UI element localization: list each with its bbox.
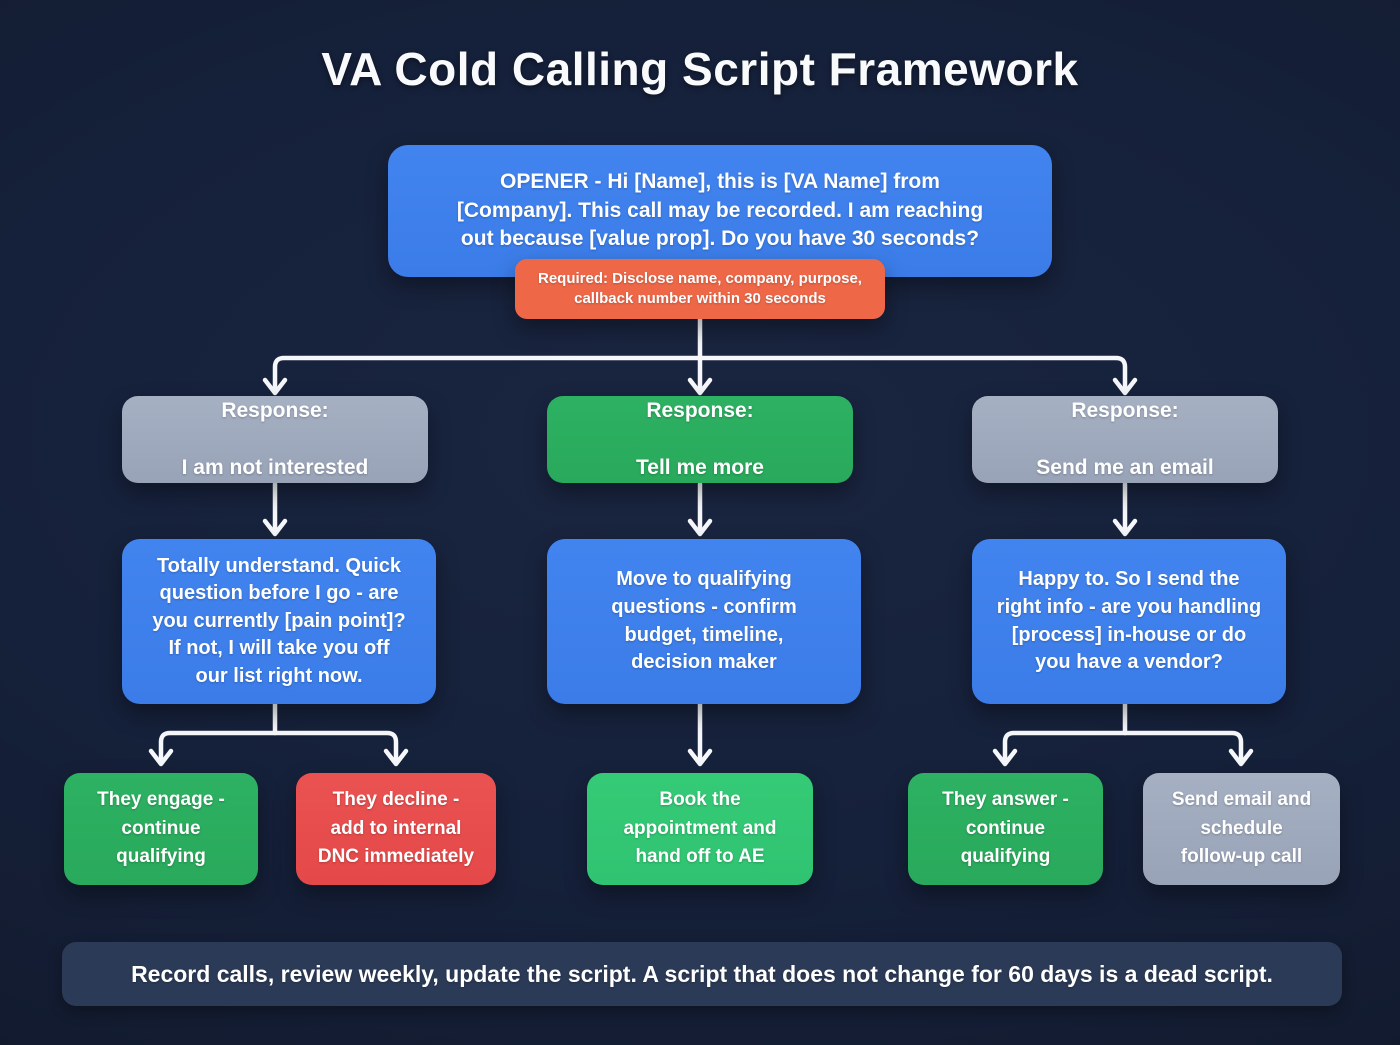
response-text: Tell me more [636, 455, 764, 479]
arrowhead-icon [1228, 748, 1254, 767]
arrowhead-icon [148, 748, 174, 767]
outcome-followup-box: Send email and schedule follow-up call [1143, 773, 1340, 885]
qualifying-script-box: Move to qualifying questions - confirm b… [547, 539, 861, 704]
outcome-book-appointment-box: Book the appointment and hand off to AE [587, 773, 813, 885]
arrowhead-icon [262, 377, 288, 396]
arrowhead-icon [687, 748, 713, 767]
compliance-note-box: Required: Disclose name, company, purpos… [515, 259, 885, 319]
arrowhead-icon [687, 518, 713, 537]
connector-line [158, 730, 399, 763]
arrowhead-icon [687, 377, 713, 396]
response-label: Response: [1071, 398, 1179, 422]
arrowhead-icon [992, 748, 1018, 767]
opener-script-box: OPENER - Hi [Name], this is [VA Name] fr… [388, 145, 1052, 277]
footer-banner: Record calls, review weekly, update the … [62, 942, 1342, 1006]
response-send-email-box: Response: Send me an email [972, 396, 1278, 483]
response-text: I am not interested [181, 455, 369, 479]
page-title: VA Cold Calling Script Framework [321, 43, 1079, 95]
outcome-decline-dnc-box: They decline - add to internal DNC immed… [296, 773, 496, 885]
arrowhead-icon [1112, 377, 1138, 396]
connector-line [272, 355, 1128, 393]
objection-handling-script-box: Totally understand. Quick question befor… [122, 539, 436, 704]
email-handling-script-box: Happy to. So I send the right info - are… [972, 539, 1286, 704]
response-tell-me-more-box: Response: Tell me more [547, 396, 853, 483]
response-not-interested-box: Response: I am not interested [122, 396, 428, 483]
outcome-engage-box: They engage - continue qualifying [64, 773, 258, 885]
response-text: Send me an email [1036, 455, 1214, 479]
outcome-answer-box: They answer - continue qualifying [908, 773, 1103, 885]
arrowhead-icon [262, 518, 288, 537]
arrowhead-icon [383, 748, 409, 767]
arrowhead-icon [1112, 518, 1138, 537]
response-label: Response: [646, 398, 754, 422]
response-label: Response: [221, 398, 329, 422]
connector-line [1002, 730, 1244, 763]
